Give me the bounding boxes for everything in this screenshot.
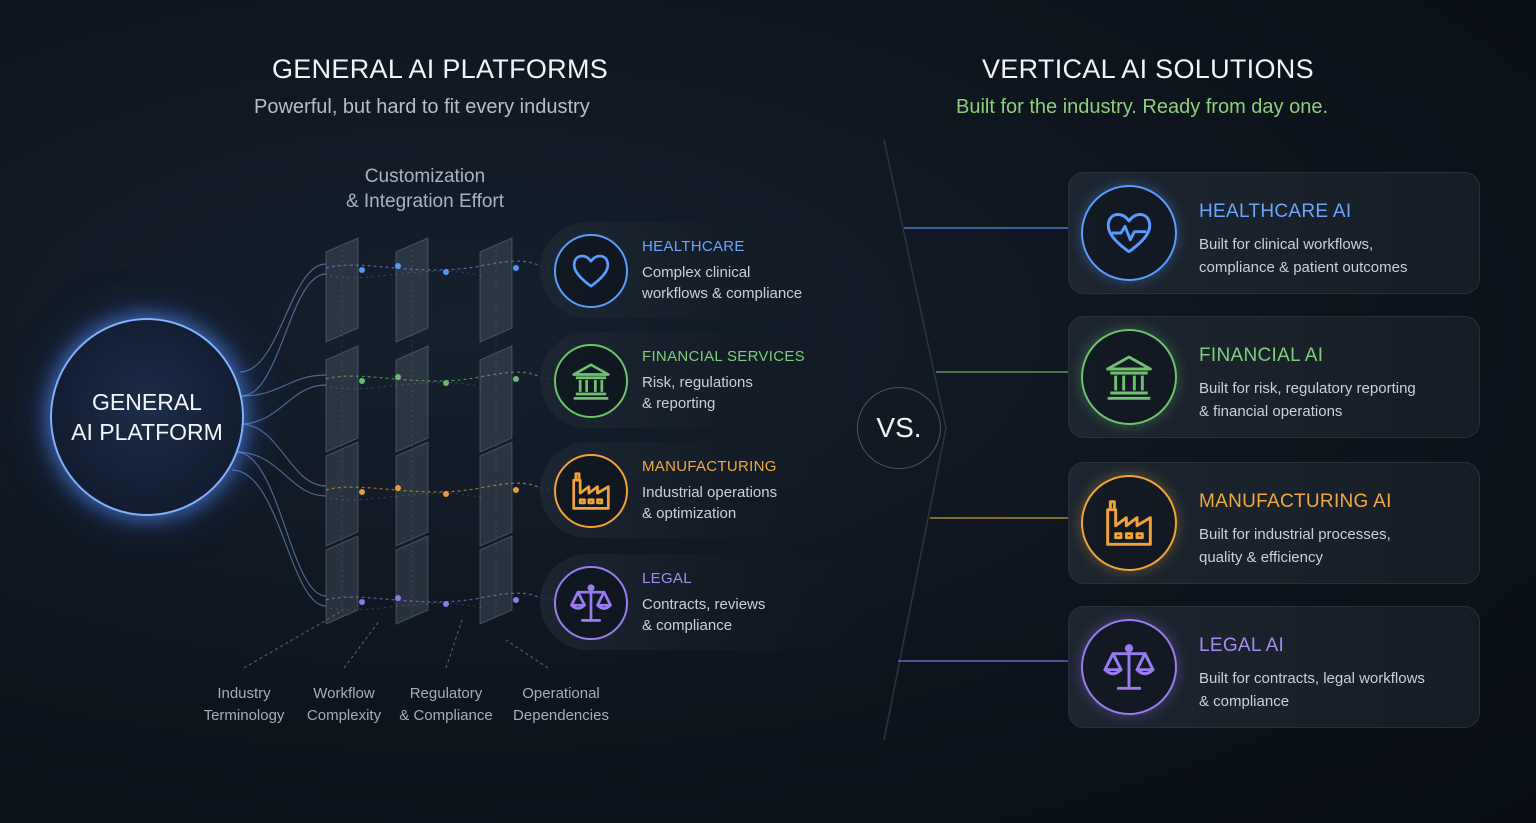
layer-panel [395, 237, 429, 343]
flow-node [513, 265, 519, 271]
solution-title: LEGAL AI [1199, 635, 1285, 656]
solution-desc: Built for industrial processes, quality … [1199, 526, 1391, 566]
flow-node [443, 380, 449, 386]
industry-title: FINANCIAL SERVICES [642, 348, 805, 365]
dimension-label-terminology: Industry Terminology [203, 685, 285, 724]
left-section-subtitle: Powerful, but hard to fit every industry [254, 96, 590, 118]
layer-panel [325, 237, 359, 343]
dimension-leader [445, 619, 463, 669]
heart-pulse-icon [1081, 185, 1177, 281]
general-ai-platform-node: GENERAL AI PLATFORM [50, 318, 244, 516]
dimension-leader [343, 619, 381, 669]
solution-card-financial: FINANCIAL AI Built for risk, regulatory … [1068, 316, 1480, 438]
flow-node [395, 595, 401, 601]
flow-node [443, 269, 449, 275]
flow-node [513, 376, 519, 382]
flow-node [443, 601, 449, 607]
vs-badge: VS. [857, 387, 941, 469]
dimension-leader [243, 611, 341, 669]
customization-effort-label: Customization & Integration Effort [300, 164, 550, 214]
industry-row-healthcare: HEALTHCARE Complex clinical workflows & … [540, 222, 860, 318]
flow-node [513, 487, 519, 493]
solution-desc: Built for clinical workflows, compliance… [1199, 236, 1408, 276]
solution-desc: Built for contracts, legal workflows & c… [1199, 670, 1425, 710]
solution-card-legal: LEGAL AI Built for contracts, legal work… [1068, 606, 1480, 728]
dimension-label-operational: Operational Dependencies [513, 685, 609, 724]
right-section-subtitle: Built for the industry. Ready from day o… [956, 96, 1329, 118]
heart-icon [554, 234, 628, 308]
layer-panel [325, 345, 359, 453]
dimension-label-regulatory: Regulatory & Compliance [399, 685, 493, 724]
scales-icon [1081, 619, 1177, 715]
platform-link [231, 469, 327, 607]
flow-node [443, 491, 449, 497]
bank-icon [554, 344, 628, 418]
left-section-title: GENERAL AI PLATFORMS [272, 54, 609, 84]
industry-title: LEGAL [642, 570, 692, 587]
flow-node [395, 485, 401, 491]
industry-desc: Risk, regulations & reporting [642, 374, 753, 412]
dimension-leader [505, 639, 549, 669]
dimension-label-workflow: Workflow Complexity [306, 685, 382, 724]
platform-link [235, 451, 327, 597]
industry-row-legal: LEGAL Contracts, reviews & compliance [540, 554, 860, 650]
platform-link [239, 423, 327, 487]
industry-title: MANUFACTURING [642, 458, 777, 475]
scales-icon [554, 566, 628, 640]
platform-label-line2: AI PLATFORM [71, 419, 223, 445]
factory-icon [554, 454, 628, 528]
platform-link [239, 263, 327, 373]
industry-desc: Contracts, reviews & compliance [642, 596, 766, 634]
platform-label-line1: GENERAL [92, 389, 202, 415]
platform-link [241, 374, 327, 397]
solution-title: FINANCIAL AI [1199, 345, 1324, 366]
platform-link [235, 451, 327, 497]
flow-node [359, 489, 365, 495]
flow-node [395, 263, 401, 269]
industry-row-financial: FINANCIAL SERVICES Risk, regulations & r… [540, 332, 860, 428]
right-section-title: VERTICAL AI SOLUTIONS [982, 54, 1314, 84]
solution-title: HEALTHCARE AI [1199, 201, 1352, 222]
layer-panel [395, 345, 429, 453]
layer-panel [479, 535, 513, 625]
layer-panel [325, 441, 359, 547]
effort-line2: & Integration Effort [345, 191, 505, 212]
bank-icon [1081, 329, 1177, 425]
flow-node [395, 374, 401, 380]
flow-node [513, 597, 519, 603]
flow-node [359, 267, 365, 273]
layer-panel [479, 345, 513, 453]
industry-desc: Complex clinical workflows & compliance [642, 264, 803, 302]
solution-desc: Built for risk, regulatory reporting & f… [1199, 380, 1416, 420]
divider-line [883, 139, 947, 741]
industry-title: HEALTHCARE [642, 238, 745, 255]
solution-card-healthcare: HEALTHCARE AI Built for clinical workflo… [1068, 172, 1480, 294]
flow-node [359, 378, 365, 384]
industry-row-manufacturing: MANUFACTURING Industrial operations & op… [540, 442, 860, 538]
factory-icon [1081, 475, 1177, 571]
platform-link [241, 273, 327, 397]
effort-line1: Customization [364, 166, 486, 187]
layer-panel [479, 441, 513, 547]
industry-desc: Industrial operations & optimization [642, 484, 778, 522]
solution-card-manufacturing: MANUFACTURING AI Built for industrial pr… [1068, 462, 1480, 584]
platform-link [239, 384, 327, 425]
solution-title: MANUFACTURING AI [1199, 491, 1392, 512]
layer-panel [395, 441, 429, 547]
flow-node [359, 599, 365, 605]
